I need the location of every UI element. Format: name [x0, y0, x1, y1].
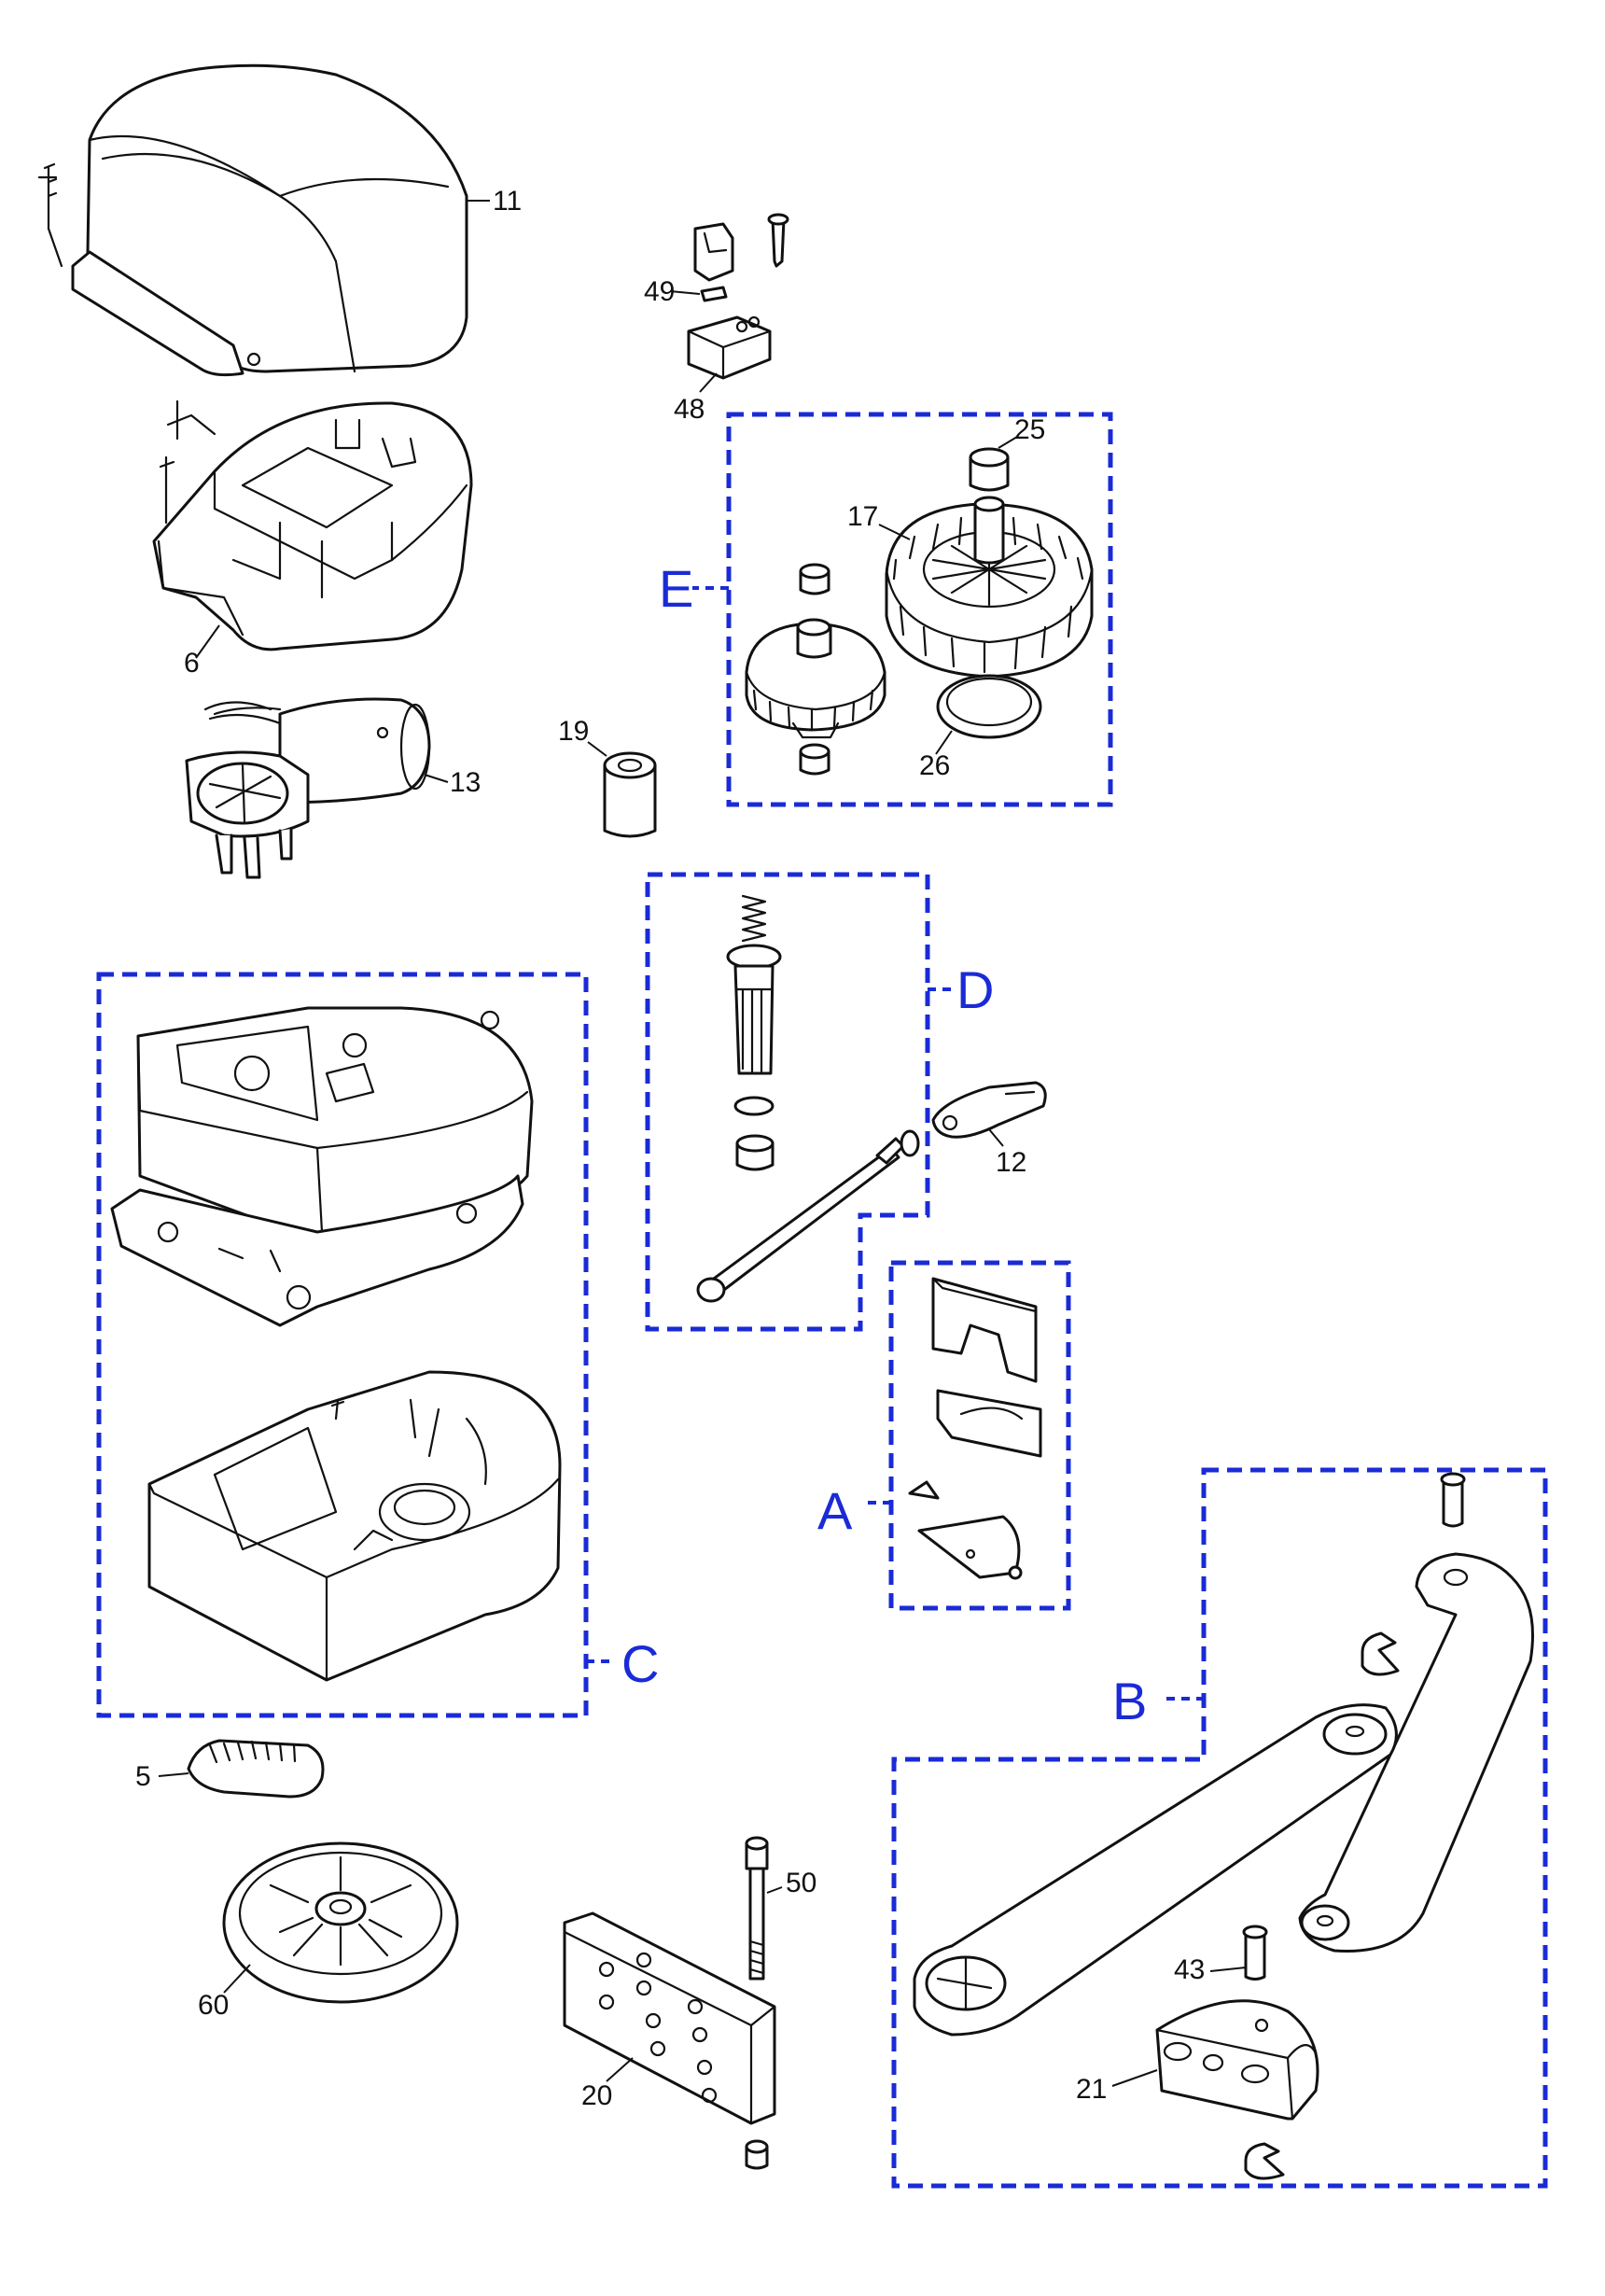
part-bracket: [563, 1911, 776, 2170]
group-labels: E D A C B: [621, 559, 1147, 1730]
part-base-frame: [152, 399, 473, 659]
part-motor: [185, 697, 449, 879]
group-label-d: D: [956, 960, 994, 1019]
group-label-a: A: [817, 1481, 853, 1540]
part-arc-segment: [158, 1739, 325, 1799]
label-part-5: 5: [135, 1761, 151, 1792]
label-part-12: 12: [996, 1147, 1026, 1178]
label-part-17: 17: [847, 501, 878, 532]
label-part-43: 43: [1174, 1954, 1205, 1985]
label-part-48: 48: [674, 394, 705, 425]
label-part-25: 25: [1014, 414, 1045, 445]
label-part-50: 50: [786, 1868, 816, 1898]
part-cover: [37, 63, 490, 377]
part-number-labels: 11 6 13 49 48 19 25 17 26 12 5 60 50 20 …: [135, 186, 1205, 2111]
group-d-shaft-assembly: [645, 872, 954, 1332]
label-part-21: 21: [1076, 2074, 1107, 2105]
label-part-6: 6: [184, 648, 200, 679]
group-c-housings: [96, 972, 616, 1718]
group-label-e: E: [659, 559, 693, 618]
label-part-49: 49: [644, 276, 675, 307]
label-part-60: 60: [198, 1990, 229, 2021]
label-part-26: 26: [919, 750, 950, 781]
group-label-b: B: [1112, 1672, 1147, 1730]
label-part-19: 19: [558, 716, 589, 747]
part-release-key: [931, 1081, 1047, 1147]
group-a-covers: [862, 1260, 1071, 1611]
label-part-13: 13: [450, 767, 481, 798]
part-dish: [222, 1841, 459, 2004]
label-part-20: 20: [581, 2080, 612, 2111]
part-bolt: [745, 1836, 783, 1981]
group-label-c: C: [621, 1634, 659, 1693]
part-terminal-block: [669, 213, 789, 393]
label-part-11: 11: [493, 186, 522, 217]
group-b-arm-set: [891, 1467, 1548, 2189]
group-e-gear-set: [692, 412, 1113, 807]
part-spacer: [587, 741, 657, 838]
